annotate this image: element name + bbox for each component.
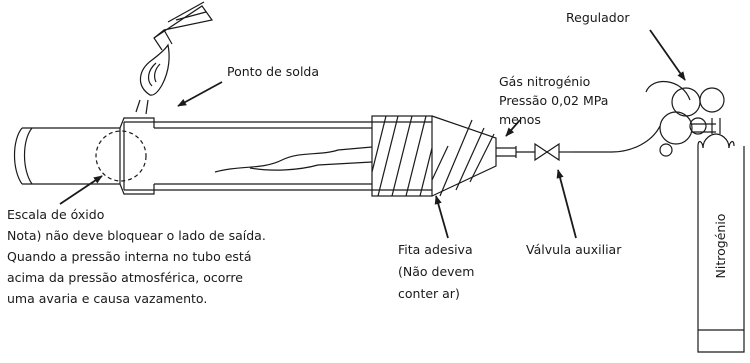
- regulator-icon: [645, 80, 725, 157]
- note-line3: acima da pressão atmosférica, ocorre: [7, 270, 243, 285]
- oxide-scale-arrow: [59, 175, 103, 205]
- flame-drop: [135, 99, 141, 113]
- flame-drop: [145, 99, 149, 115]
- tape-label-line2: (Não devem: [398, 264, 475, 279]
- valve-arrow: [556, 169, 577, 239]
- weld-point-arrow: [177, 81, 223, 107]
- nitrogen-gas-arrow: [505, 119, 521, 137]
- tape-arrow: [434, 195, 449, 239]
- nitrogen-gas-label-line1: Gás nitrogénio: [499, 74, 591, 89]
- nozzle-tube: [496, 146, 535, 158]
- note-line2: Quando a pressão interna no tubo está: [7, 249, 252, 264]
- tape-label-line3: conter ar): [398, 286, 460, 301]
- regulator-label: Regulador: [566, 10, 630, 25]
- note-line4: uma avaria e causa vazamento.: [7, 291, 208, 306]
- oxide-scale-label: Escala de óxido: [7, 207, 105, 222]
- torch-icon: [139, 1, 214, 96]
- weld-point-label: Ponto de solda: [227, 64, 320, 79]
- nitrogen-gas-label-line2: Pressão 0,02 MPa: [499, 93, 609, 108]
- outer-pipe: [13, 117, 155, 195]
- tape-wrap: [371, 115, 497, 197]
- oxide-scale-circle: [95, 130, 147, 182]
- regulator-arrow: [649, 29, 686, 81]
- auxiliary-valve-icon: [534, 142, 574, 162]
- hose: [574, 125, 661, 153]
- note-line1: Nota) não deve bloquear o lado de saída.: [7, 228, 266, 243]
- nitrogen-cylinder-icon: [697, 118, 745, 353]
- tape-label-line1: Fita adesiva: [398, 242, 473, 257]
- crack-line: [249, 161, 373, 171]
- crack-line: [214, 146, 373, 173]
- inner-pipe: [123, 121, 372, 191]
- nitrogen-cylinder-label: Nitrogénio: [713, 213, 728, 279]
- nitrogen-gas-label-line3: menos: [499, 112, 541, 127]
- valve-label: Válvula auxiliar: [526, 242, 622, 257]
